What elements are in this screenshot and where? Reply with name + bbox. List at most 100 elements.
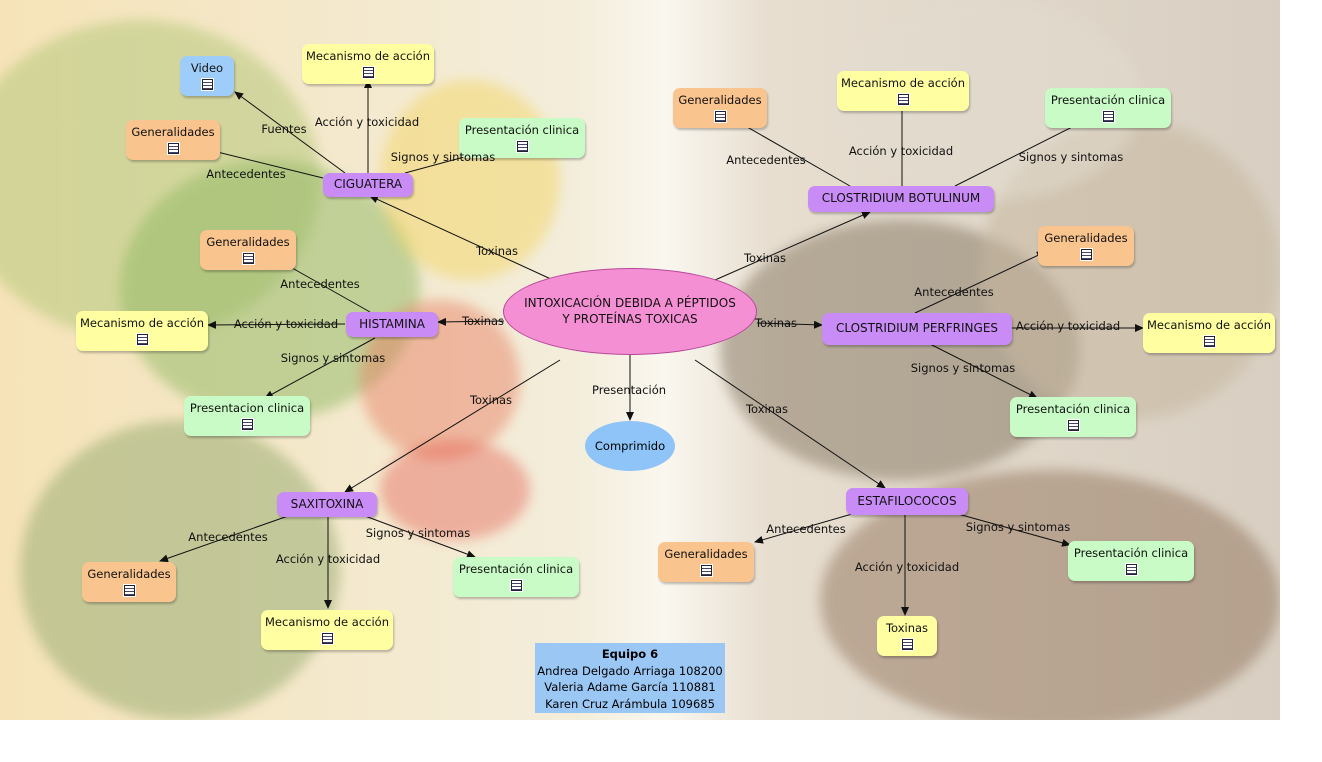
link-label-signos: Signos y sintomas — [910, 361, 1016, 375]
link-label-signos: Signos y sintomas — [1018, 150, 1124, 164]
perfringes-generalidades-node[interactable]: Generalidades — [1038, 226, 1134, 266]
node-label: Presentacion clinica — [189, 401, 305, 416]
topic-ciguatera[interactable]: CIGUATERA — [323, 173, 413, 197]
perfringes-presentacion-node[interactable]: Presentación clinica — [1010, 397, 1136, 437]
node-label: Mecanismo de acción — [1147, 318, 1271, 333]
link-label-antecedentes: Antecedentes — [766, 522, 846, 536]
link-label-antecedentes: Antecedentes — [280, 277, 360, 291]
document-icon[interactable] — [1202, 334, 1216, 348]
team-member: Valeria Adame García 110881 — [544, 680, 716, 695]
document-icon[interactable] — [361, 65, 375, 79]
node-label: Mecanismo de acción — [265, 615, 389, 630]
link-label-accion: Acción y toxicidad — [314, 115, 420, 129]
botulinum-generalidades-node[interactable]: Generalidades — [673, 88, 767, 128]
document-icon[interactable] — [135, 332, 149, 346]
link-label-toxinas: Toxinas — [461, 314, 505, 328]
link-label-toxinas: Toxinas — [469, 393, 513, 407]
botulinum-presentacion-node[interactable]: Presentación clinica — [1045, 88, 1171, 128]
node-label: Generalidades — [1044, 231, 1128, 246]
link-label-accion: Acción y toxicidad — [1015, 319, 1121, 333]
link-label-antecedentes: Antecedentes — [188, 530, 268, 544]
document-icon[interactable] — [1124, 562, 1138, 576]
link-label-signos: Signos y sintomas — [965, 520, 1071, 534]
node-label: Generalidades — [206, 235, 290, 250]
link-label-accion: Acción y toxicidad — [275, 552, 381, 566]
comprimido-node[interactable]: Comprimido — [585, 421, 675, 471]
node-label: Presentación clinica — [464, 123, 580, 138]
team-credits-box: Equipo 6 Andrea Delgado Arriaga 108200 V… — [535, 643, 725, 713]
document-icon[interactable] — [200, 77, 214, 91]
topic-histamina[interactable]: HISTAMINA — [346, 312, 438, 337]
topic-clostridium-botulinum[interactable]: CLOSTRIDIUM BOTULINUM — [808, 186, 994, 212]
comprimido-label: Comprimido — [594, 439, 666, 453]
histamina-mecanismo-node[interactable]: Mecanismo de acción — [76, 311, 208, 351]
node-label: Presentación clinica — [1015, 402, 1131, 417]
team-member: Andrea Delgado Arriaga 108200 — [537, 663, 723, 678]
node-label: Mecanismo de acción — [80, 316, 204, 331]
estafilococos-presentacion-node[interactable]: Presentación clinica — [1068, 541, 1194, 581]
link-label-signos: Signos y sintomas — [365, 526, 471, 540]
ciguatera-presentacion-node[interactable]: Presentación clinica — [459, 118, 585, 158]
botulinum-mecanismo-node[interactable]: Mecanismo de acción — [837, 71, 969, 111]
node-label: Toxinas — [885, 621, 929, 636]
ciguatera-mecanismo-node[interactable]: Mecanismo de acción — [302, 44, 434, 84]
saxitoxina-mecanismo-node[interactable]: Mecanismo de acción — [261, 610, 393, 650]
document-icon[interactable] — [713, 109, 727, 123]
link-label-toxinas: Toxinas — [743, 251, 787, 265]
topic-clostridium-perfringes[interactable]: CLOSTRIDIUM PERFRINGES — [822, 313, 1012, 345]
document-icon[interactable] — [240, 417, 254, 431]
node-label: Presentación clinica — [1073, 546, 1189, 561]
link-label-accion: Acción y toxicidad — [233, 317, 339, 331]
node-label: Video — [190, 61, 224, 76]
link-label-accion: Acción y toxicidad — [854, 560, 960, 574]
document-icon[interactable] — [699, 563, 713, 577]
document-icon[interactable] — [900, 637, 914, 651]
histamina-generalidades-node[interactable]: Generalidades — [200, 230, 296, 270]
document-icon[interactable] — [509, 578, 523, 592]
node-label: Generalidades — [87, 567, 171, 582]
histamina-presentacion-node[interactable]: Presentacion clinica — [184, 396, 310, 436]
saxitoxina-generalidades-node[interactable]: Generalidades — [82, 562, 176, 602]
node-label: Presentación clinica — [1050, 93, 1166, 108]
ciguatera-generalidades-node[interactable]: Generalidades — [126, 120, 220, 160]
ciguatera-video-node[interactable]: Video — [180, 56, 234, 96]
estafilococos-toxinas-node[interactable]: Toxinas — [877, 616, 937, 656]
document-icon[interactable] — [896, 92, 910, 106]
link-label-fuentes: Fuentes — [261, 122, 307, 136]
document-icon[interactable] — [1066, 418, 1080, 432]
perfringes-mecanismo-node[interactable]: Mecanismo de acción — [1143, 313, 1275, 353]
document-icon[interactable] — [1101, 109, 1115, 123]
link-label-signos: Signos y sintomas — [280, 351, 386, 365]
node-label: Generalidades — [131, 125, 215, 140]
document-icon[interactable] — [166, 141, 180, 155]
document-icon[interactable] — [515, 139, 529, 153]
link-label-presentacion: Presentación — [591, 383, 667, 397]
central-title-line1: INTOXICACIÓN DEBIDA A PÉPTIDOS — [524, 295, 736, 310]
saxitoxina-presentacion-node[interactable]: Presentación clinica — [453, 557, 579, 597]
link-label-antecedentes: Antecedentes — [206, 167, 286, 181]
estafilococos-generalidades-node[interactable]: Generalidades — [658, 542, 754, 582]
node-label: Generalidades — [678, 93, 762, 108]
link-label-accion: Acción y toxicidad — [848, 144, 954, 158]
central-title-line2: Y PROTEÍNAS TOXICAS — [562, 311, 698, 326]
topic-estafilococos[interactable]: ESTAFILOCOCOS — [846, 488, 968, 515]
document-icon[interactable] — [122, 583, 136, 597]
document-icon[interactable] — [320, 631, 334, 645]
node-label: Mecanismo de acción — [841, 76, 965, 91]
node-label: Presentación clinica — [458, 562, 574, 577]
team-member: Karen Cruz Arámbula 109685 — [545, 697, 715, 712]
link-label-toxinas: Toxinas — [475, 244, 519, 258]
link-label-toxinas: Toxinas — [754, 316, 798, 330]
link-label-toxinas: Toxinas — [745, 402, 789, 416]
link-label-signos: Signos y sintomas — [390, 150, 496, 164]
link-label-antecedentes: Antecedentes — [914, 285, 994, 299]
document-icon[interactable] — [1079, 247, 1093, 261]
document-icon[interactable] — [241, 251, 255, 265]
node-label: Generalidades — [664, 547, 748, 562]
team-title: Equipo 6 — [601, 647, 659, 661]
topic-saxitoxina[interactable]: SAXITOXINA — [277, 492, 377, 517]
node-label: Mecanismo de acción — [306, 49, 430, 64]
